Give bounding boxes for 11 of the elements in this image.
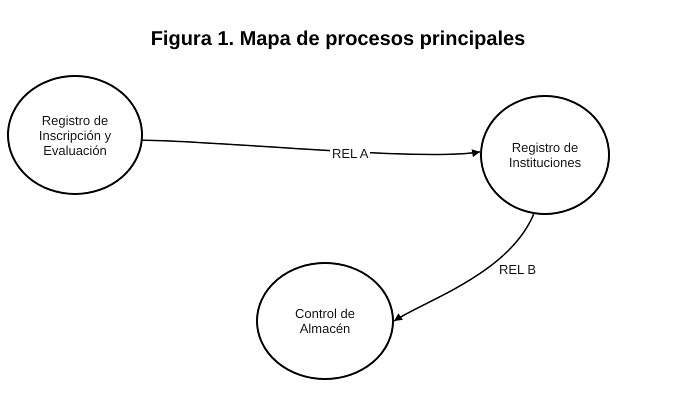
- diagram-title: Figura 1. Mapa de procesos principales: [150, 28, 526, 51]
- process-circle: [480, 95, 610, 215]
- arrow: [394, 214, 534, 322]
- process-circle: [256, 262, 394, 380]
- process-label: Registro de Inscripción y Evaluación: [38, 112, 112, 158]
- edge-label: REL A: [330, 146, 370, 161]
- process-circle: [7, 75, 143, 195]
- process-label: Registro de Instituciones: [508, 140, 582, 170]
- arrow: [142, 139, 480, 157]
- edge-label: REL B: [497, 262, 538, 277]
- process-label: Control de Almacén: [294, 306, 356, 336]
